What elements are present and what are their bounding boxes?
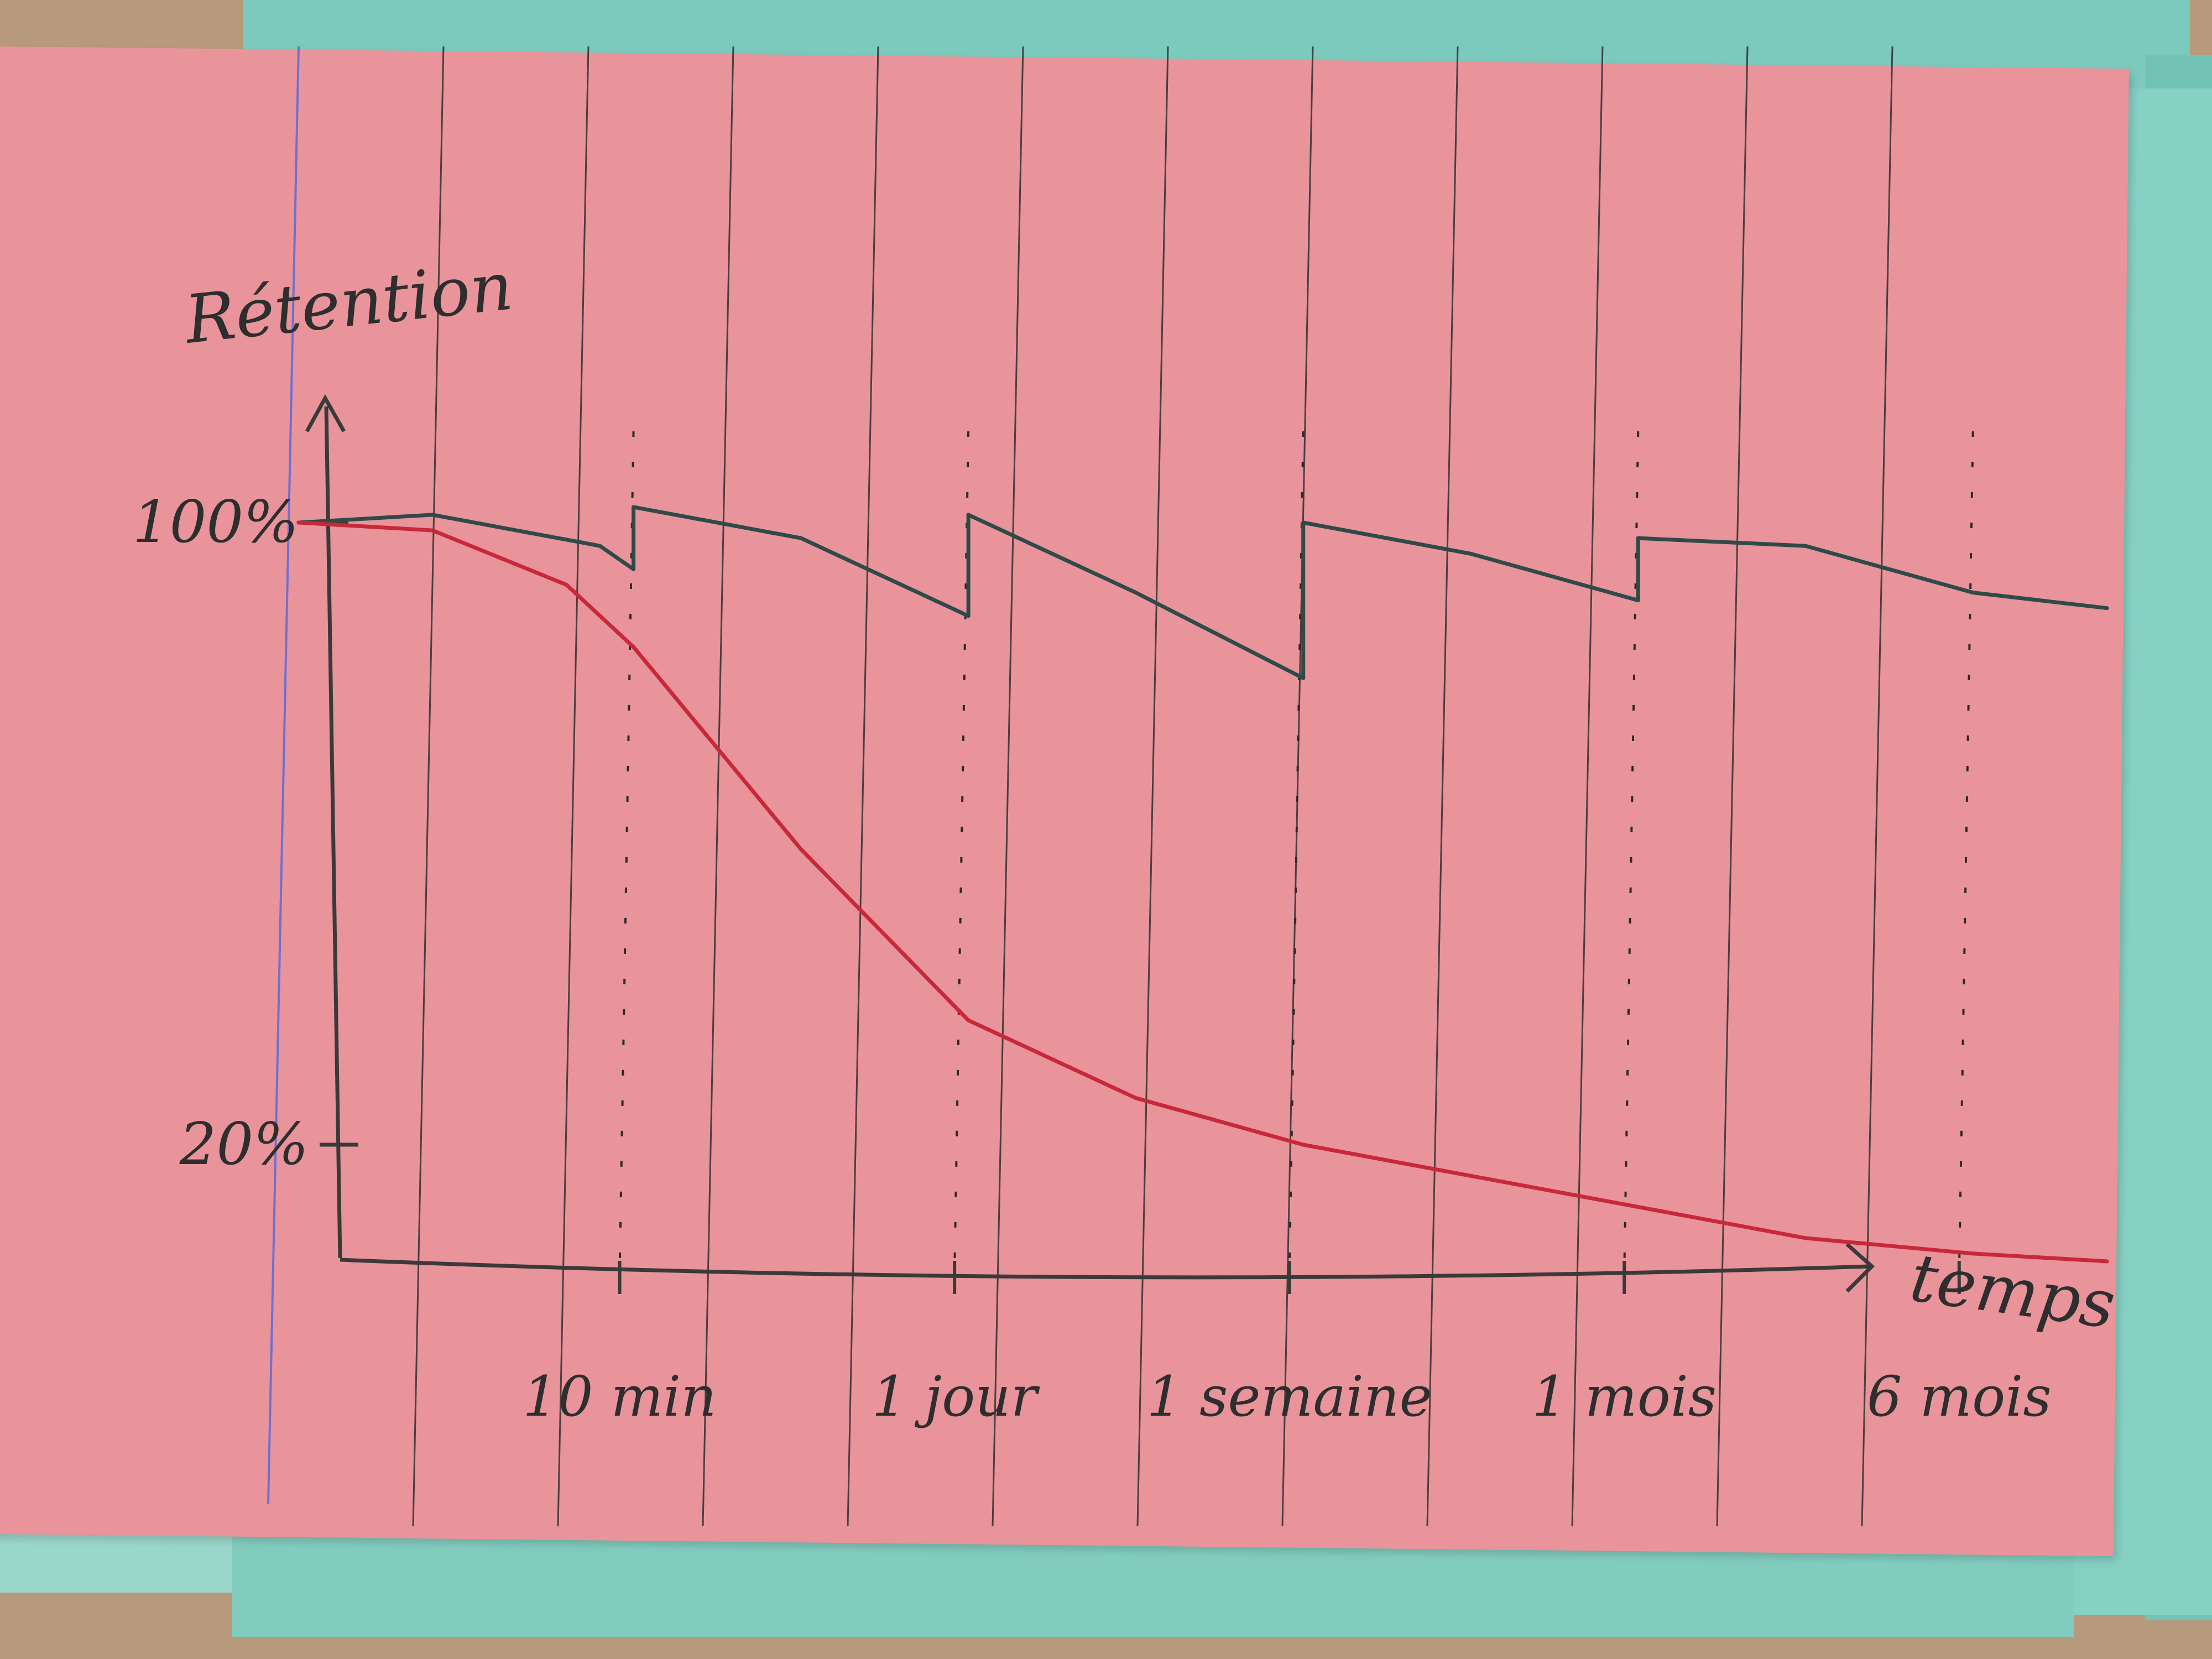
data-point	[966, 1018, 971, 1022]
data-point	[1803, 544, 1808, 548]
x-ticks: 10 min 1 jour 1 semaine 1 mois 6 mois	[523, 1261, 2052, 1429]
card-rule-line	[1571, 46, 1604, 1527]
data-point	[966, 614, 971, 618]
x-axis-label: temps	[1906, 1239, 2120, 1344]
data-point	[296, 520, 301, 525]
card-rule-line	[1136, 46, 1169, 1527]
card-rule-line	[992, 46, 1024, 1527]
series-line	[296, 505, 2109, 680]
x-tick-label: 6 mois	[1867, 1364, 2052, 1429]
data-point	[799, 536, 803, 540]
data-point	[632, 645, 636, 649]
data-point	[598, 544, 602, 548]
data-point	[799, 847, 803, 852]
y-ticks: 100% 20%	[133, 488, 358, 1178]
y-axis	[305, 394, 346, 1259]
data-point	[564, 583, 568, 587]
y-tick-label: 100%	[133, 488, 299, 556]
x-divider	[618, 431, 635, 1272]
card-rule-line	[557, 46, 589, 1527]
data-point	[430, 528, 435, 533]
x-divider	[953, 431, 970, 1272]
y-axis-line	[324, 406, 342, 1259]
x-divider	[1958, 431, 1974, 1272]
data-point	[2105, 606, 2109, 611]
card-rule-line	[1281, 46, 1314, 1527]
data-point	[1971, 591, 1975, 595]
y-axis-label: Rétention	[181, 248, 517, 359]
data-point	[1301, 520, 1306, 525]
x-axis-arrow	[1845, 1243, 1875, 1293]
x-divider	[1623, 431, 1640, 1272]
data-point	[632, 505, 636, 509]
x-tick-label: 1 mois	[1532, 1364, 1717, 1429]
data-point	[1971, 1251, 1975, 1256]
data-point	[1468, 551, 1473, 556]
data-point	[966, 513, 971, 517]
card-rule-line	[1716, 46, 1749, 1527]
data-point	[2105, 1259, 2109, 1264]
y-axis-arrow	[305, 394, 346, 432]
card-rule-line	[1861, 46, 1893, 1527]
y-tick-label: 20%	[179, 1110, 309, 1178]
data-point	[1301, 1142, 1306, 1147]
data-point	[1134, 1096, 1138, 1100]
card-rule-line	[1426, 46, 1459, 1527]
x-tick-label: 1 jour	[872, 1364, 1040, 1429]
card-margin-line	[267, 46, 300, 1505]
card-rule-line	[412, 46, 445, 1527]
data-point	[1468, 1173, 1473, 1178]
series-line	[296, 520, 2109, 1264]
data-point	[1803, 1236, 1808, 1240]
data-point	[632, 567, 636, 571]
x-axis	[340, 1243, 1875, 1293]
x-tick-label: 1 semaine	[1147, 1364, 1432, 1429]
card-ruling	[267, 46, 1893, 1527]
data-point	[430, 513, 435, 517]
interval-dividers	[618, 431, 1974, 1272]
data-point	[1636, 598, 1640, 603]
card-rule-line	[702, 46, 734, 1527]
card-rule-line	[847, 46, 879, 1527]
x-axis-line	[340, 1258, 1870, 1280]
data-point	[1636, 536, 1640, 540]
x-tick-label: 10 min	[523, 1364, 716, 1429]
series-group	[296, 505, 2109, 1264]
data-point	[1301, 676, 1306, 680]
data-point	[1134, 591, 1138, 595]
x-divider	[1288, 431, 1305, 1272]
data-point	[1636, 1205, 1640, 1209]
